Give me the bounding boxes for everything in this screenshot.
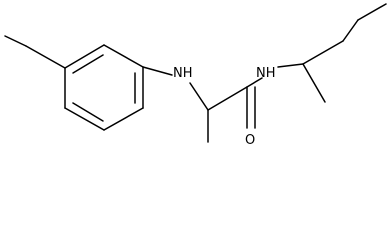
- carbonyl-double-bond: [246, 86, 256, 129]
- benzene-ring: [64, 44, 144, 131]
- ring-bond-4: [103, 107, 144, 131]
- aniline-nh-label: NH: [173, 66, 193, 81]
- pentan-2-yl-group: [302, 3, 387, 103]
- ring-double-bond-inner-1: [72, 54, 104, 74]
- chemical-structure-diagram: NH O NH: [4, 3, 387, 148]
- bond-alpha-carbonyl: [207, 86, 248, 111]
- amide-nh-label: NH: [256, 66, 276, 81]
- ring-bond-2: [103, 44, 144, 68]
- bond-nh-alpha-carbon: [189, 82, 209, 111]
- bond-ethyl-ch3-ch2: [4, 35, 27, 47]
- ethyl-group: [4, 35, 66, 69]
- bond-ch2-ch2: [342, 19, 359, 42]
- bond-ring-nh: [142, 66, 173, 76]
- bond-ch-methyl: [302, 63, 326, 103]
- bond-ch2-ch3: [357, 3, 387, 21]
- carbonyl-o-label: O: [245, 133, 255, 148]
- bond-ch-ch2: [302, 40, 344, 65]
- bond-amide-nh-ch: [277, 63, 304, 68]
- bond-carbonyl-amide-nh: [246, 77, 263, 88]
- ring-bond-1: [64, 44, 105, 69]
- ring-double-bond-inner-3: [72, 102, 104, 122]
- ring-bond-5: [64, 107, 105, 131]
- bond-ethyl-ch2-ring: [25, 45, 66, 69]
